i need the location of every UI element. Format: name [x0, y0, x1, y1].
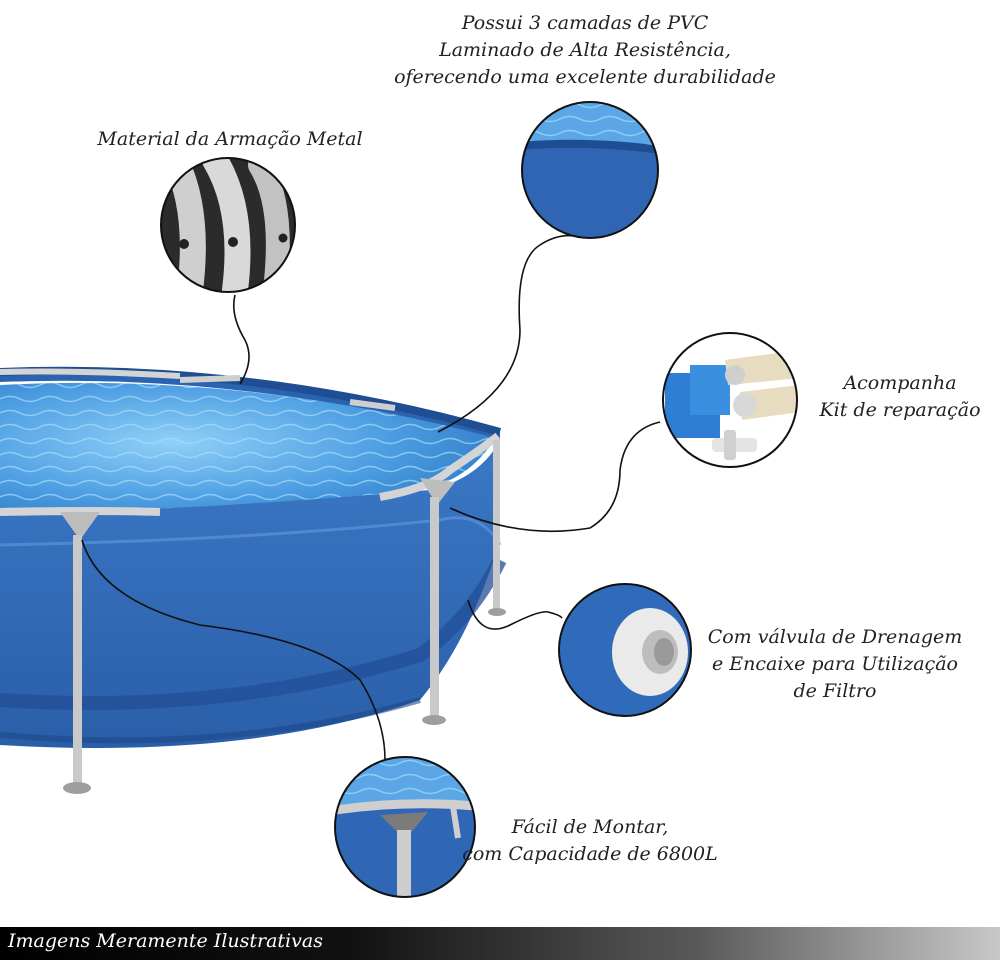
- pvc-wall-detail-icon: [521, 101, 659, 239]
- line-valve: [467, 599, 563, 630]
- callout-pvc-line: Possui 3 camadas de PVC: [461, 12, 709, 34]
- callout-kit-line: Kit de reparação: [819, 399, 981, 421]
- line-metal: [232, 294, 250, 385]
- leg-joint-detail-icon: [334, 756, 476, 898]
- callout-valve-label: Com válvula de Drenagem e Encaixe para U…: [690, 624, 980, 705]
- line-pvc: [437, 234, 581, 433]
- line-kit: [449, 421, 661, 533]
- frame-top-rail: [0, 507, 161, 516]
- drain-valve-detail-icon: [558, 583, 692, 717]
- callout-metal-line: Material da Armação Metal: [97, 128, 363, 150]
- callout-metal-label: Material da Armação Metal: [80, 126, 380, 153]
- callout-pvc-line: Laminado de Alta Resistência,: [439, 39, 731, 61]
- callout-pvc-line: oferecendo uma excelente durabilidade: [394, 66, 776, 88]
- line-mount: [81, 539, 386, 761]
- frame-leg: [430, 497, 439, 719]
- callout-mount-label: Fácil de Montar, com Capacidade de 6800L: [460, 814, 720, 868]
- callout-kit-label: Acompanha Kit de reparação: [800, 370, 1000, 424]
- frame-leg: [73, 535, 82, 785]
- callout-lines: [81, 234, 661, 761]
- callout-pvc-label: Possui 3 camadas de PVC Laminado de Alta…: [380, 10, 790, 91]
- metal-tubes-detail-icon: [160, 157, 296, 293]
- callout-mount-line: Fácil de Montar,: [511, 816, 669, 838]
- repair-kit-detail-icon: [662, 332, 798, 468]
- callout-kit-line: Acompanha: [843, 372, 957, 394]
- callout-mount-line: com Capacidade de 6800L: [462, 843, 718, 865]
- pool: [0, 366, 507, 794]
- callout-valve-line: e Encaixe para Utilização: [712, 653, 958, 675]
- footer-banner: Imagens Meramente Ilustrativas: [0, 927, 1000, 960]
- footer-disclaimer-text: Imagens Meramente Ilustrativas: [8, 930, 323, 952]
- callout-valve-line: Com válvula de Drenagem: [707, 626, 963, 648]
- callout-valve-line: de Filtro: [793, 680, 877, 702]
